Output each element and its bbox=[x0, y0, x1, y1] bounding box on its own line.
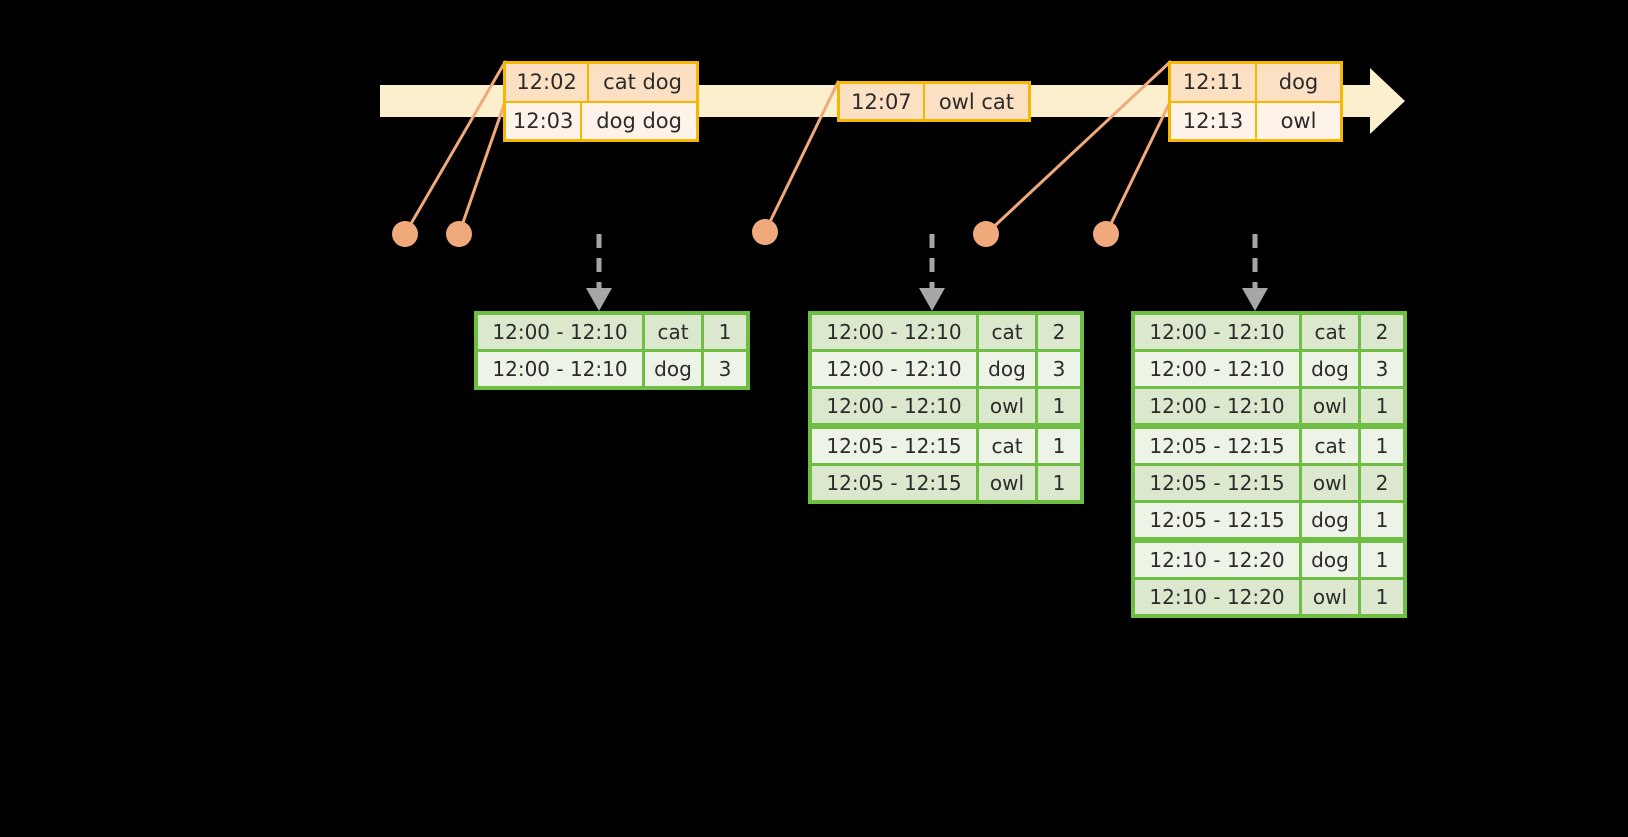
window-cell: 12:00 - 12:10 bbox=[1135, 389, 1299, 423]
event-words: owl cat bbox=[924, 84, 1028, 119]
word-cell: owl bbox=[1302, 389, 1358, 423]
word-cell: owl bbox=[1302, 580, 1358, 614]
window-cell: 12:00 - 12:10 bbox=[812, 352, 976, 386]
count-cell: 1 bbox=[1038, 389, 1080, 423]
event-group-3[interactable]: 12:11 dog 12:13 owl bbox=[1168, 61, 1343, 142]
count-cell: 1 bbox=[704, 315, 746, 349]
event-time: 12:13 bbox=[1171, 102, 1257, 139]
count-cell: 2 bbox=[1038, 315, 1080, 349]
count-cell: 3 bbox=[1038, 352, 1080, 386]
event-time: 12:11 bbox=[1171, 64, 1257, 101]
count-cell: 3 bbox=[704, 352, 746, 386]
event-words: dog dog bbox=[582, 102, 696, 139]
event-row[interactable]: 12:11 dog bbox=[1171, 64, 1340, 101]
emit-arrow-2 bbox=[919, 234, 945, 311]
emit-arrow-3 bbox=[1242, 234, 1268, 311]
marker-12-03 bbox=[446, 221, 472, 247]
word-cell: owl bbox=[979, 389, 1035, 423]
emit-arrows bbox=[586, 234, 1268, 311]
window-cell: 12:05 - 12:15 bbox=[1135, 429, 1299, 463]
window-cell: 12:05 - 12:15 bbox=[1135, 503, 1299, 537]
word-cell: dog bbox=[645, 352, 701, 386]
count-cell: 1 bbox=[1361, 543, 1403, 577]
event-row[interactable]: 12:02 cat dog bbox=[506, 64, 696, 101]
event-row[interactable]: 12:07 owl cat bbox=[840, 84, 1028, 119]
word-cell: dog bbox=[1302, 352, 1358, 386]
window-cell: 12:00 - 12:10 bbox=[812, 315, 976, 349]
event-group-2[interactable]: 12:07 owl cat bbox=[837, 81, 1031, 122]
marker-12-02 bbox=[392, 221, 418, 247]
count-cell: 2 bbox=[1361, 466, 1403, 500]
marker-12-11 bbox=[973, 221, 999, 247]
count-cell: 2 bbox=[1361, 315, 1403, 349]
window-cell: 12:05 - 12:15 bbox=[1135, 466, 1299, 500]
window-cell: 12:00 - 12:10 bbox=[478, 352, 642, 386]
event-time: 12:03 bbox=[506, 102, 583, 139]
count-cell: 1 bbox=[1361, 389, 1403, 423]
window-cell: 12:00 - 12:10 bbox=[1135, 352, 1299, 386]
count-cell: 1 bbox=[1361, 503, 1403, 537]
event-markers bbox=[392, 219, 1119, 247]
window-cell: 12:00 - 12:10 bbox=[812, 389, 976, 423]
marker-12-13 bbox=[1093, 221, 1119, 247]
event-group-1[interactable]: 12:02 cat dog 12:03 dog dog bbox=[503, 61, 699, 142]
word-cell: cat bbox=[979, 429, 1035, 463]
window-cell: 12:00 - 12:10 bbox=[1135, 315, 1299, 349]
event-words: cat dog bbox=[589, 64, 696, 101]
window-cell: 12:10 - 12:20 bbox=[1135, 543, 1299, 577]
window-cell: 12:05 - 12:15 bbox=[812, 429, 976, 463]
count-cell: 1 bbox=[1361, 580, 1403, 614]
window-cell: 12:05 - 12:15 bbox=[812, 466, 976, 500]
emit-arrow-1 bbox=[586, 234, 612, 311]
word-cell: owl bbox=[979, 466, 1035, 500]
word-cell: dog bbox=[1302, 543, 1358, 577]
event-words: dog bbox=[1257, 64, 1340, 101]
word-cell: cat bbox=[1302, 315, 1358, 349]
word-cell: owl bbox=[1302, 466, 1358, 500]
event-time: 12:02 bbox=[506, 64, 590, 101]
word-cell: cat bbox=[645, 315, 701, 349]
event-words: owl bbox=[1257, 102, 1340, 139]
event-row[interactable]: 12:03 dog dog bbox=[506, 100, 696, 139]
count-cell: 1 bbox=[1038, 429, 1080, 463]
count-cell: 1 bbox=[1038, 466, 1080, 500]
window-cell: 12:00 - 12:10 bbox=[478, 315, 642, 349]
event-time: 12:07 bbox=[840, 84, 925, 119]
word-cell: dog bbox=[979, 352, 1035, 386]
event-row[interactable]: 12:13 owl bbox=[1171, 100, 1340, 139]
word-cell: cat bbox=[1302, 429, 1358, 463]
event-connector-lines bbox=[403, 60, 1172, 236]
window-cell: 12:10 - 12:20 bbox=[1135, 580, 1299, 614]
word-cell: dog bbox=[1302, 503, 1358, 537]
marker-12-07 bbox=[752, 219, 778, 245]
count-cell: 1 bbox=[1361, 429, 1403, 463]
word-cell: cat bbox=[979, 315, 1035, 349]
count-cell: 3 bbox=[1361, 352, 1403, 386]
